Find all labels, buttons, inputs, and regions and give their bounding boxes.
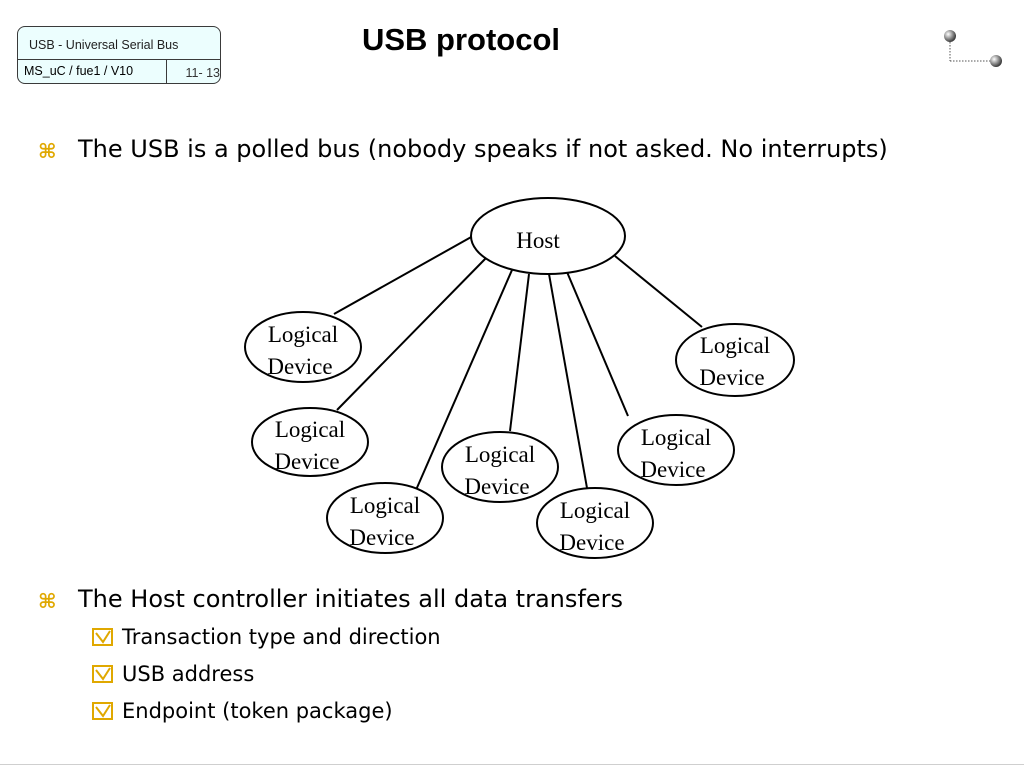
device-label: Device (274, 449, 339, 474)
sub-bullet-transaction-type: Transaction type and direction (122, 625, 441, 649)
device-label: Logical (465, 442, 535, 467)
checkbox-bullet-icon (92, 628, 113, 646)
checkbox-bullet-icon (92, 702, 113, 720)
device-label: Logical (275, 417, 345, 442)
device-label: Logical (350, 493, 420, 518)
logical-device-node (675, 323, 795, 397)
logical-device-node (536, 487, 654, 559)
bottom-divider (0, 764, 1024, 765)
device-label: Device (559, 530, 624, 555)
info-divider (166, 60, 167, 83)
device-label: Device (464, 474, 529, 499)
logical-device-node (441, 431, 559, 503)
command-bullet-icon: ⌘ (38, 589, 57, 613)
checkbox-bullet-icon (92, 665, 113, 683)
device-label: Logical (641, 425, 711, 450)
connector-line (548, 273, 588, 489)
course-code: MS_uC / fue1 / V10 (24, 64, 134, 78)
device-label: Device (699, 365, 764, 390)
page-number: 11- 13 (185, 66, 220, 80)
logical-device-node (251, 407, 369, 477)
connector-line (415, 269, 513, 491)
command-bullet-icon: ⌘ (38, 139, 57, 163)
connector-line (336, 256, 488, 411)
bullet-polled-bus: The USB is a polled bus (nobody speaks i… (78, 135, 888, 163)
logical-device-node (617, 414, 735, 486)
connector-line (566, 271, 629, 417)
connector-lines (333, 235, 703, 491)
device-label: Logical (268, 322, 338, 347)
usb-topology-diagram: Host Logical Device Logical Device Logic… (244, 197, 795, 559)
corner-decoration-icon (944, 30, 1002, 67)
logical-device-node (244, 311, 362, 383)
connector-line (614, 255, 703, 328)
device-label: Logical (700, 333, 770, 358)
slide-title: USB protocol (361, 22, 561, 57)
sub-bullet-usb-address: USB address (122, 662, 255, 686)
bullet-host-controller: The Host controller initiates all data t… (78, 585, 623, 613)
logical-device-node (326, 482, 444, 554)
device-label: Device (640, 457, 705, 482)
host-node (470, 197, 626, 275)
device-label: Device (349, 525, 414, 550)
connector-line (333, 235, 474, 315)
host-label: Host (516, 228, 560, 253)
connector-line (509, 273, 530, 432)
device-label: Device (267, 354, 332, 379)
course-title: USB - Universal Serial Bus (18, 27, 220, 60)
device-label: Logical (560, 498, 630, 523)
sub-bullet-endpoint: Endpoint (token package) (122, 699, 393, 723)
course-info-box: USB - Universal Serial Bus MS_uC / fue1 … (17, 26, 221, 84)
